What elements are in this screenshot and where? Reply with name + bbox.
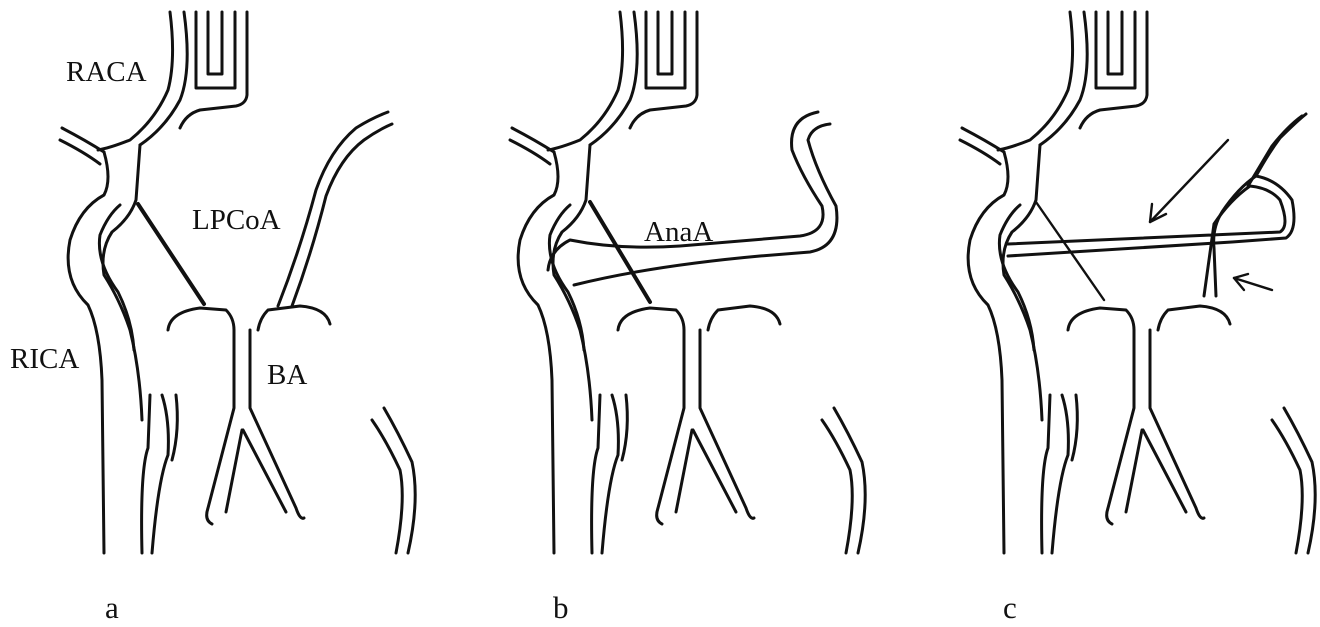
ba-label: BA — [267, 361, 307, 390]
panel-letter-b: b — [553, 592, 569, 623]
rica-label: RICA — [10, 345, 79, 374]
panel-b-diagram — [510, 12, 865, 553]
anaa-label: AnaA — [644, 218, 713, 247]
panel-letter-c: c — [1003, 592, 1017, 623]
lpcoa-label: LPCoA — [192, 206, 281, 235]
panel-c-diagram — [960, 12, 1315, 553]
panel-a-diagram — [60, 12, 415, 553]
panel-letter-a: a — [105, 592, 119, 623]
raca-label: RACA — [66, 58, 147, 87]
